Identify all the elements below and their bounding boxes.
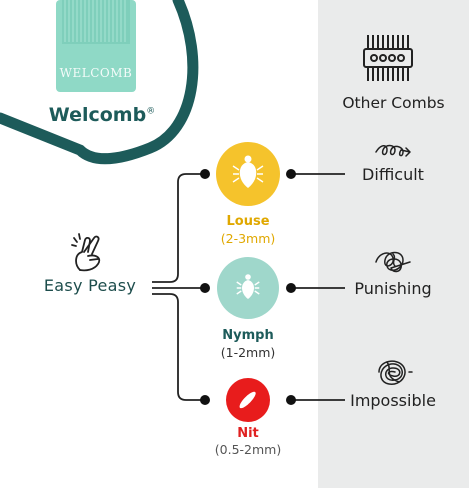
fingers-crossed-icon — [71, 233, 101, 272]
stage-size-louse: (2-3mm) — [220, 231, 276, 246]
louse-icon — [232, 155, 264, 188]
stage-size-nit: (0.5-2mm) — [214, 442, 282, 457]
connector-dot — [200, 169, 210, 179]
mild-scribble-icon — [375, 144, 411, 157]
difficulty-label-punishing: Punishing — [354, 279, 432, 298]
nymph-icon — [236, 274, 260, 299]
brand-name-text: Welcomb — [48, 104, 147, 126]
knot-scribble-icon — [378, 360, 413, 385]
difficulty-label-impossible: Impossible — [350, 391, 436, 410]
other-combs-title: Other Combs — [342, 94, 445, 112]
tangled-scribble-icon — [375, 251, 411, 273]
comb-engraving: WELCOMB — [59, 66, 133, 80]
stage-name-nymph: Nymph — [222, 328, 274, 343]
stage-name-nit: Nit — [237, 426, 259, 441]
connector-nit — [152, 293, 205, 401]
connector-dot — [200, 395, 210, 405]
comb-icon — [363, 35, 413, 81]
connector-dot — [286, 395, 296, 405]
nit-icon — [239, 391, 256, 409]
stage-nit-graphic — [200, 378, 296, 422]
connector-dot — [286, 169, 296, 179]
stage-nymph-graphic — [200, 257, 296, 319]
connector-dot — [286, 283, 296, 293]
connector-dot — [200, 283, 210, 293]
trademark-symbol: ® — [146, 106, 156, 117]
connector-louse — [152, 173, 205, 283]
welcomb-comb-image — [56, 0, 136, 92]
stage-size-nymph: (1-2mm) — [220, 345, 276, 360]
other-combs-panel — [318, 0, 469, 488]
difficulty-label-difficult: Difficult — [362, 165, 424, 184]
stage-name-louse: Louse — [226, 214, 270, 229]
easy-peasy-label: Easy Peasy — [43, 276, 137, 295]
brand-name: Welcomb® — [22, 104, 182, 126]
stage-louse-graphic — [200, 142, 296, 206]
